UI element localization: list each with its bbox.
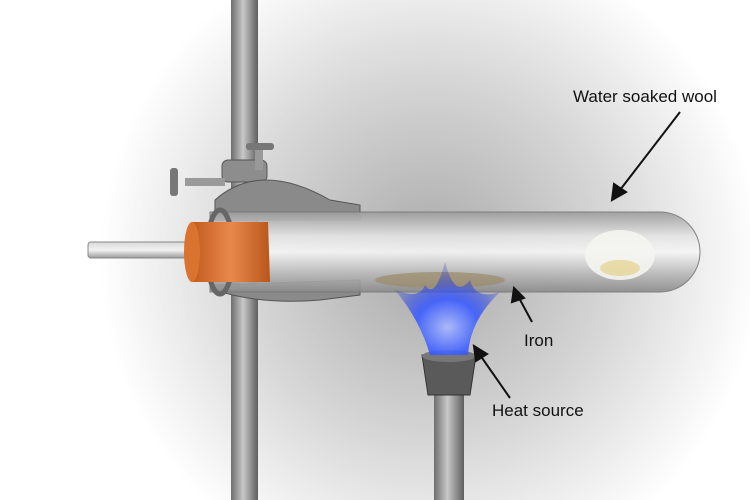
flame	[395, 262, 500, 355]
rubber-stopper	[192, 222, 270, 282]
test-tube	[209, 211, 701, 293]
label-iron: Iron	[524, 331, 554, 350]
annotation-arrows	[472, 111, 681, 399]
label-heat-source: Heat source	[492, 401, 584, 420]
delivery-tube	[87, 241, 199, 259]
label-water-soaked-wool: Water soaked wool	[573, 87, 717, 106]
bunsen-burner	[421, 350, 477, 500]
